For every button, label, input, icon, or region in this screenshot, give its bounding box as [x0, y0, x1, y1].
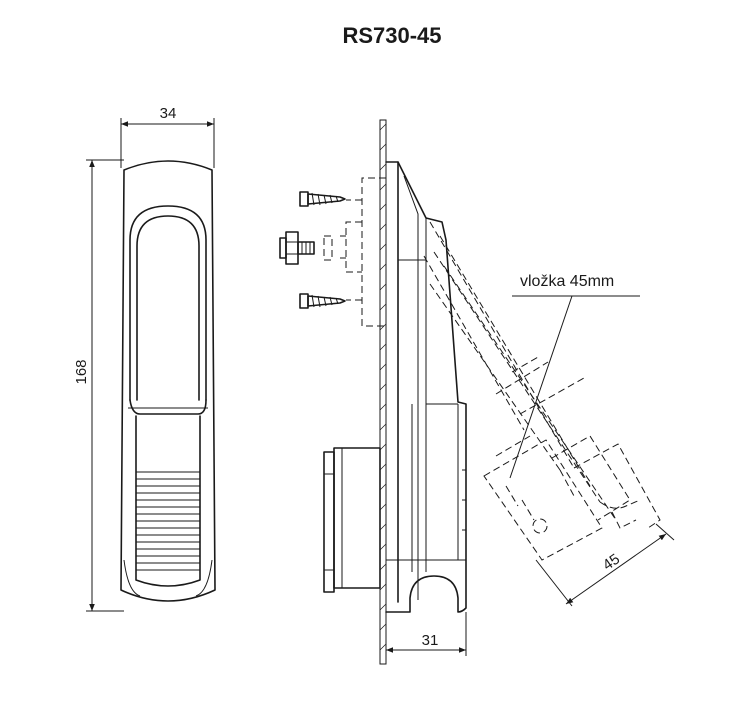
- dimension-label-front-width: 34: [160, 105, 177, 122]
- callout-insert-label: vložka 45mm: [520, 273, 614, 290]
- bolt-washer-icon: [279, 231, 333, 265]
- screw-bottom-icon: [299, 293, 346, 309]
- dimension-label-insert-offset: 45: [600, 551, 623, 574]
- dimension-front-width: 34: [120, 105, 215, 168]
- dimension-label-side-depth: 31: [422, 632, 439, 649]
- dimension-side-depth: 31: [386, 612, 467, 656]
- dimension-front-height: 168: [73, 159, 124, 612]
- screw-top-icon: [299, 191, 346, 207]
- rotated-insert-outline: [423, 221, 661, 561]
- grip-ribs: [136, 471, 200, 571]
- dimension-insert-offset: 45: [535, 523, 675, 607]
- insert-callout: vložka 45mm: [509, 273, 640, 479]
- front-view: [120, 160, 216, 602]
- drawing-title: RS730-45: [342, 23, 441, 48]
- side-view: [323, 119, 467, 665]
- dimension-label-front-height: 168: [73, 359, 90, 384]
